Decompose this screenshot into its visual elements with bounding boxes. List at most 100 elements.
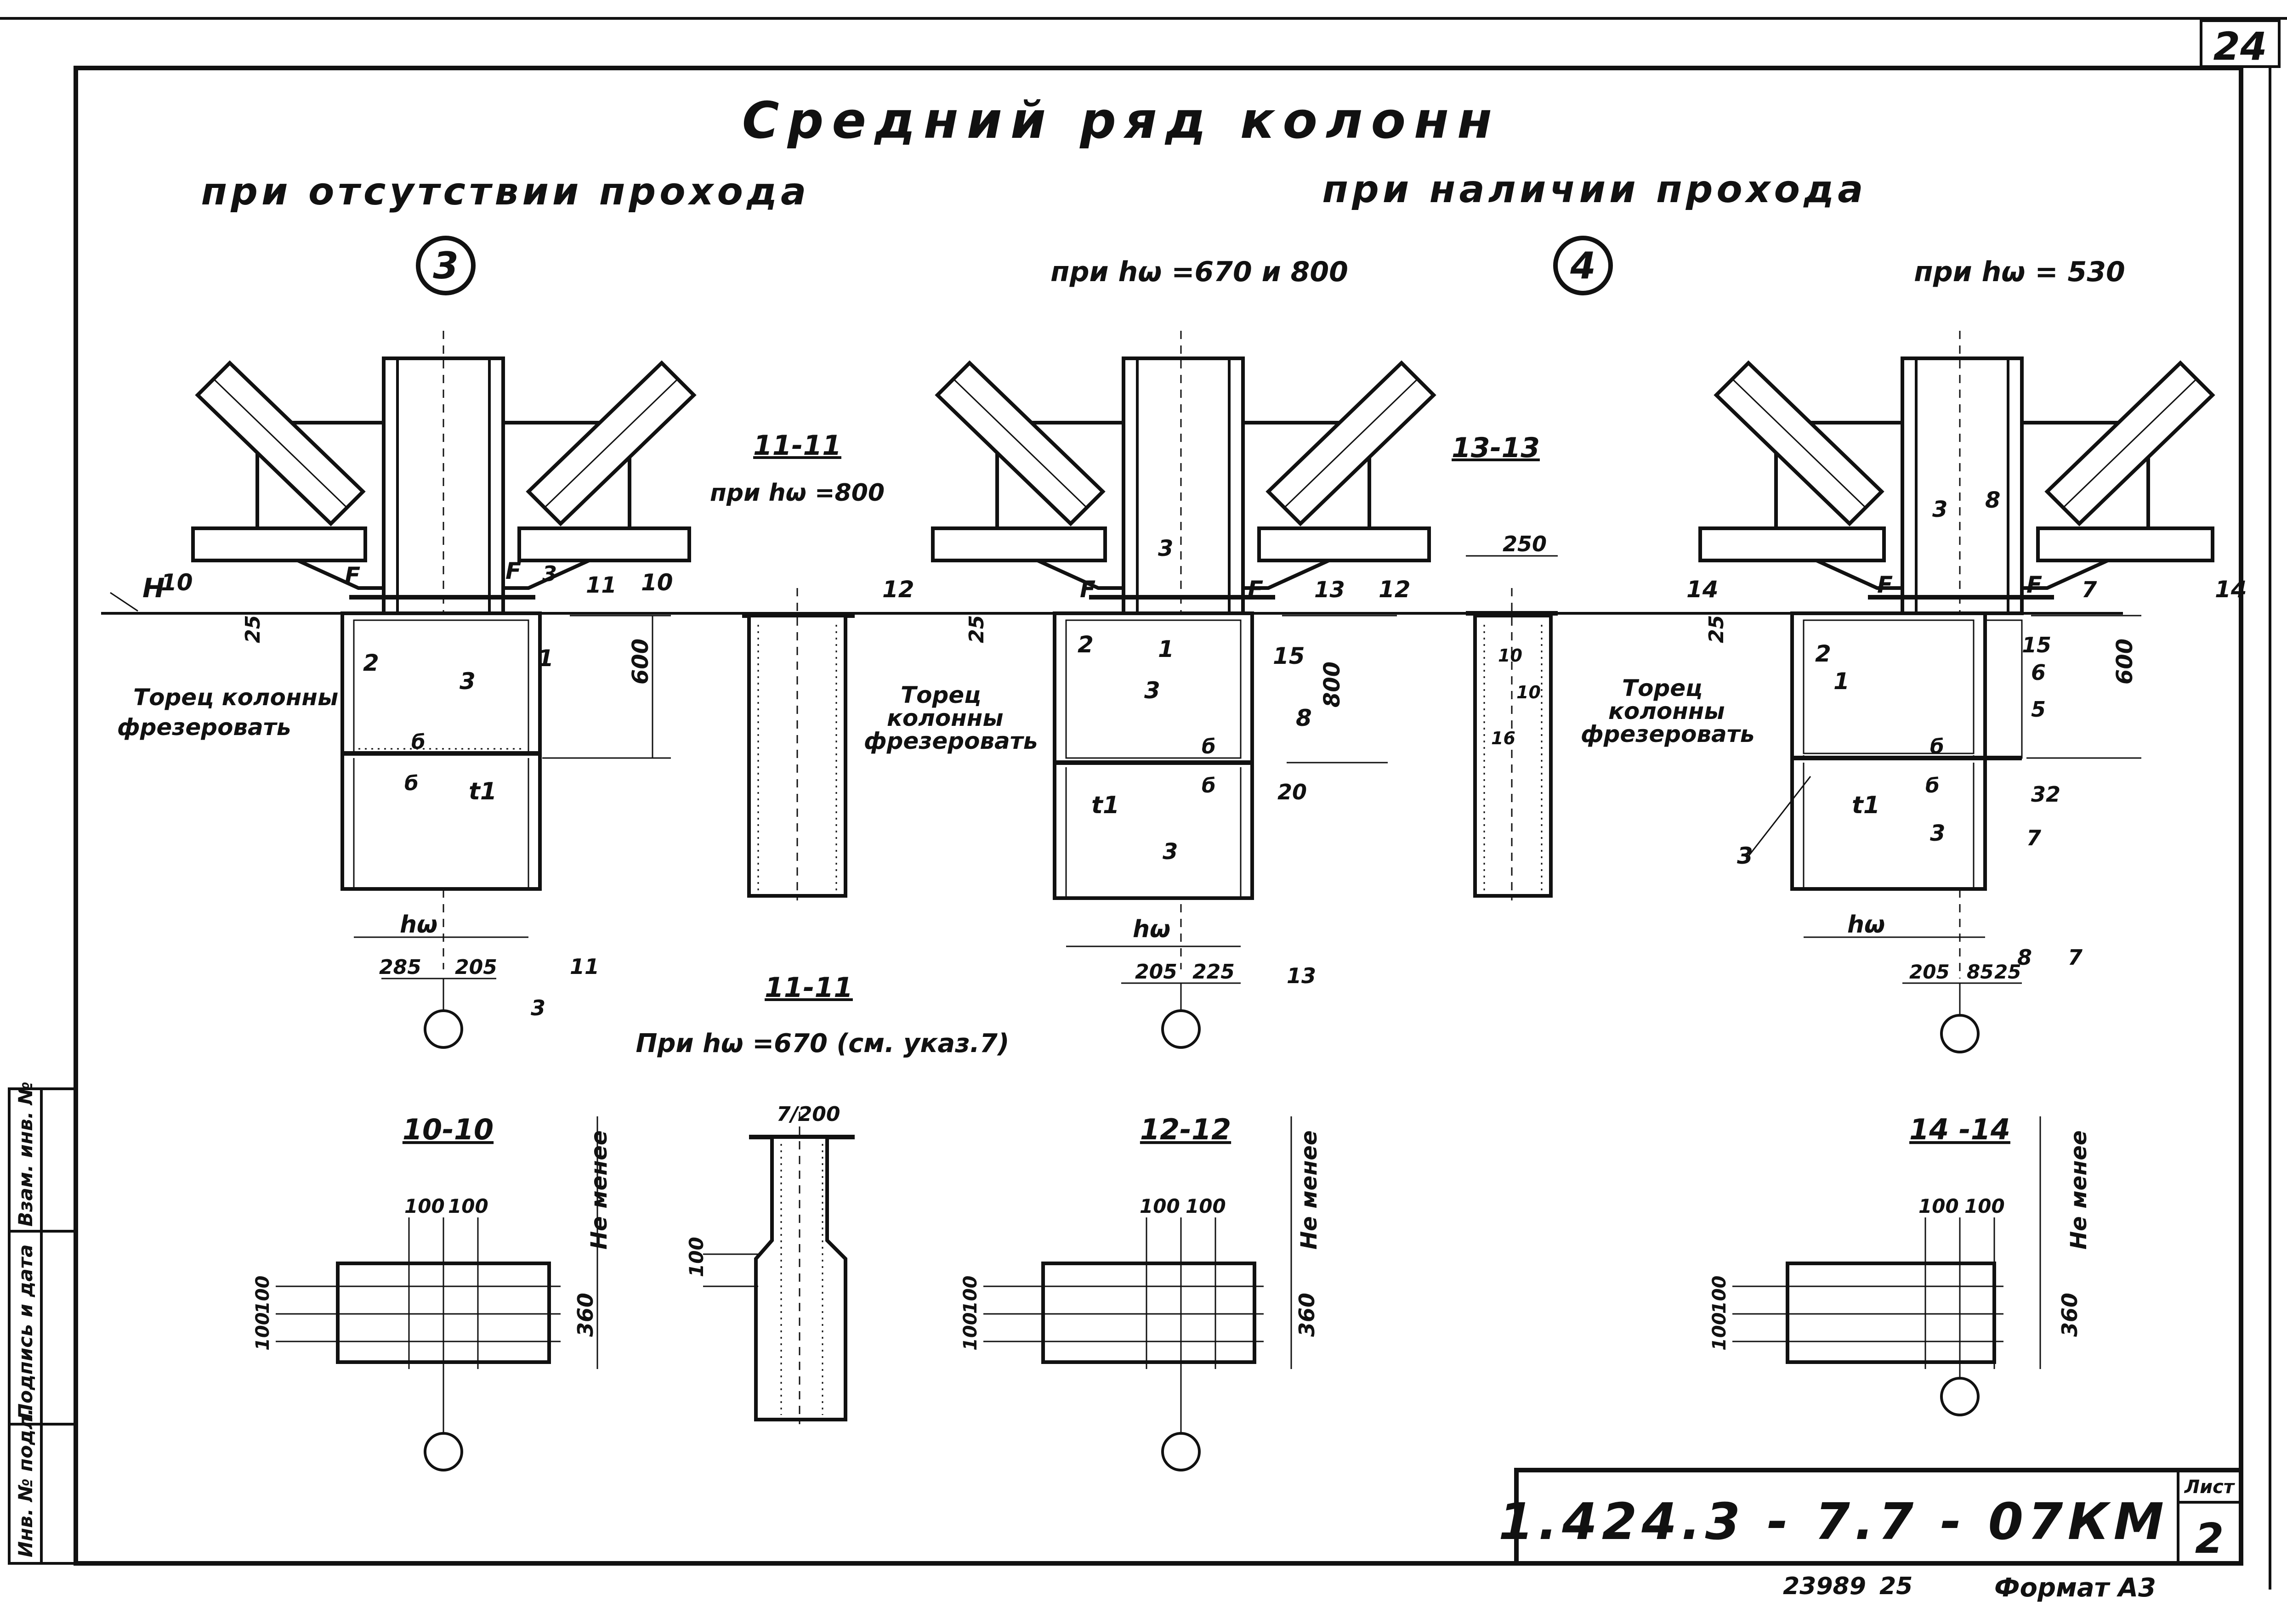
n4b-32: 32 [2031, 782, 2060, 807]
side-stamp-col2: Подпись и дата [14, 1245, 37, 1420]
s12-100d: 100 [960, 1313, 981, 1351]
n4a-dim-25: 25 [965, 615, 988, 643]
designation: 1.424.3 - 7.7 - 07КМ [1498, 1492, 2168, 1551]
plan-12-12 [983, 1116, 1292, 1471]
s10-360: 360 [573, 1293, 598, 1337]
s10-100d: 100 [252, 1313, 273, 1351]
n4a-F-left: F [1080, 576, 1095, 603]
n4a-225: 225 [1192, 960, 1235, 984]
sheet-label: Лист [2184, 1477, 2236, 1498]
n4b-hw: hω [1847, 911, 1885, 939]
plan-14-14 [1732, 1116, 2041, 1416]
s11b-section [703, 1112, 855, 1424]
n4a-dim-800: 800 [1319, 662, 1345, 707]
s11b-100: 100 [685, 1237, 708, 1277]
n4b-F-left: F [1877, 572, 1893, 598]
n3-dim-25: 25 [241, 615, 265, 643]
node-marker-3 [416, 236, 476, 295]
s10-100a: 100 [404, 1195, 445, 1217]
s14-100a: 100 [1918, 1195, 1959, 1217]
page-title: Средний ряд колонн [742, 91, 1500, 150]
s10-100c: 100 [252, 1276, 273, 1314]
n4b-8-top: 8 [1985, 487, 2000, 513]
n4a-3-bottom: 3 [1163, 839, 1178, 865]
format-label: Формат А3 [1994, 1573, 2156, 1603]
n4a-3: 3 [1144, 677, 1160, 704]
n3-b-up: б [411, 730, 426, 754]
n3-3: 3 [460, 668, 476, 695]
s14-not-less: Не менее [2066, 1131, 2092, 1250]
n3-mill-2: фрезеровать [117, 714, 291, 741]
n3-3-bottom: 3 [531, 996, 545, 1020]
s13-title: 13-13 [1452, 432, 1540, 464]
n4b-t1: t1 [1852, 792, 1880, 819]
s11b-cond: При hω =670 (см. указ.7) [636, 1029, 1009, 1058]
n4b-14-left: 14 [1686, 576, 1719, 603]
n4a-mill-2: колонны [887, 705, 1004, 731]
n4a-13-bottom: 13 [1287, 963, 1316, 988]
n4a-2: 2 [1078, 631, 1094, 658]
n4a-b-up: б [1202, 735, 1216, 758]
n3-11: 11 [586, 572, 617, 598]
right-subtitle: при наличии прохода [1322, 168, 1867, 211]
n4b-b-up: б [1930, 735, 1944, 758]
n4a-15: 15 [1273, 643, 1305, 669]
s12-360: 360 [1294, 1293, 1319, 1337]
n4b-b-down: б [1925, 774, 1940, 798]
n3-F-right: F [505, 558, 521, 584]
n4b-dim-600: 600 [2112, 639, 2138, 685]
n3-10-left: 10 [161, 569, 193, 596]
sheet-no: 2 [2195, 1515, 2224, 1563]
n3-1: 1 [538, 645, 554, 672]
n4b-85: 85 [1967, 961, 1993, 983]
n4b-25: 25 [1994, 961, 2021, 983]
s14-360: 360 [2057, 1293, 2082, 1337]
node-marker-4-label: 4 [1570, 244, 1596, 287]
n4b-mill-1: Торец [1622, 675, 1702, 702]
n4b-3-bottom: 3 [1930, 820, 1945, 846]
n4b-3-top: 3 [1932, 497, 1947, 522]
s13-16: 16 [1491, 728, 1515, 748]
n4b-2: 2 [1815, 640, 1831, 667]
s14-100d: 100 [1709, 1313, 1730, 1351]
s11-section [742, 588, 855, 900]
cond-670-800: при hω =670 и 800 [1050, 256, 1348, 288]
n3-H: H [142, 572, 165, 604]
s11-title: 11-11 [753, 430, 841, 462]
n4b-5: 5 [2031, 697, 2046, 722]
n3-2: 2 [363, 650, 379, 676]
s10-not-less: Не менее [586, 1131, 612, 1250]
n4b-3-leader: 3 [1737, 843, 1753, 869]
n4a-13-top: 13 [1314, 577, 1345, 603]
n3-hw: hω [400, 911, 437, 939]
n3-dim-600: 600 [628, 639, 653, 685]
node-marker-3-label: 3 [433, 244, 459, 287]
left-subtitle: при отсутствии прохода [201, 170, 810, 214]
n4b-dim-25: 25 [1705, 615, 1728, 643]
node4b-elevation [1698, 331, 2215, 1053]
n4b-205: 205 [1909, 961, 1950, 983]
s11b-7x200: 7/200 [777, 1103, 840, 1126]
s14-100b: 100 [1964, 1195, 2005, 1217]
n4b-7-bottom: 7 [2068, 945, 2083, 970]
s14-title: 14 -14 [1909, 1113, 2010, 1146]
n3-205: 205 [455, 956, 497, 979]
n4a-mill-1: Торец [901, 682, 981, 708]
s14-100c: 100 [1709, 1276, 1730, 1314]
n4a-b-down: б [1202, 774, 1216, 798]
n3-t1: t1 [469, 778, 497, 805]
n4a-3-top: 3 [1158, 536, 1173, 561]
n4a-F-right: F [1248, 576, 1263, 603]
s12-100b: 100 [1186, 1195, 1226, 1217]
n3-F-left: F [345, 562, 360, 589]
n4a-hw: hω [1133, 916, 1170, 943]
s12-not-less: Не менее [1296, 1131, 1322, 1250]
stamp-num: 23989 [1783, 1573, 1866, 1600]
s10-100b: 100 [448, 1195, 488, 1217]
n4a-205: 205 [1135, 960, 1177, 984]
plan-10-10 [276, 1116, 598, 1471]
node4a-elevation [931, 331, 1436, 1049]
s13-250: 250 [1503, 532, 1547, 556]
n4b-mill-3: фрезеровать [1581, 721, 1754, 747]
